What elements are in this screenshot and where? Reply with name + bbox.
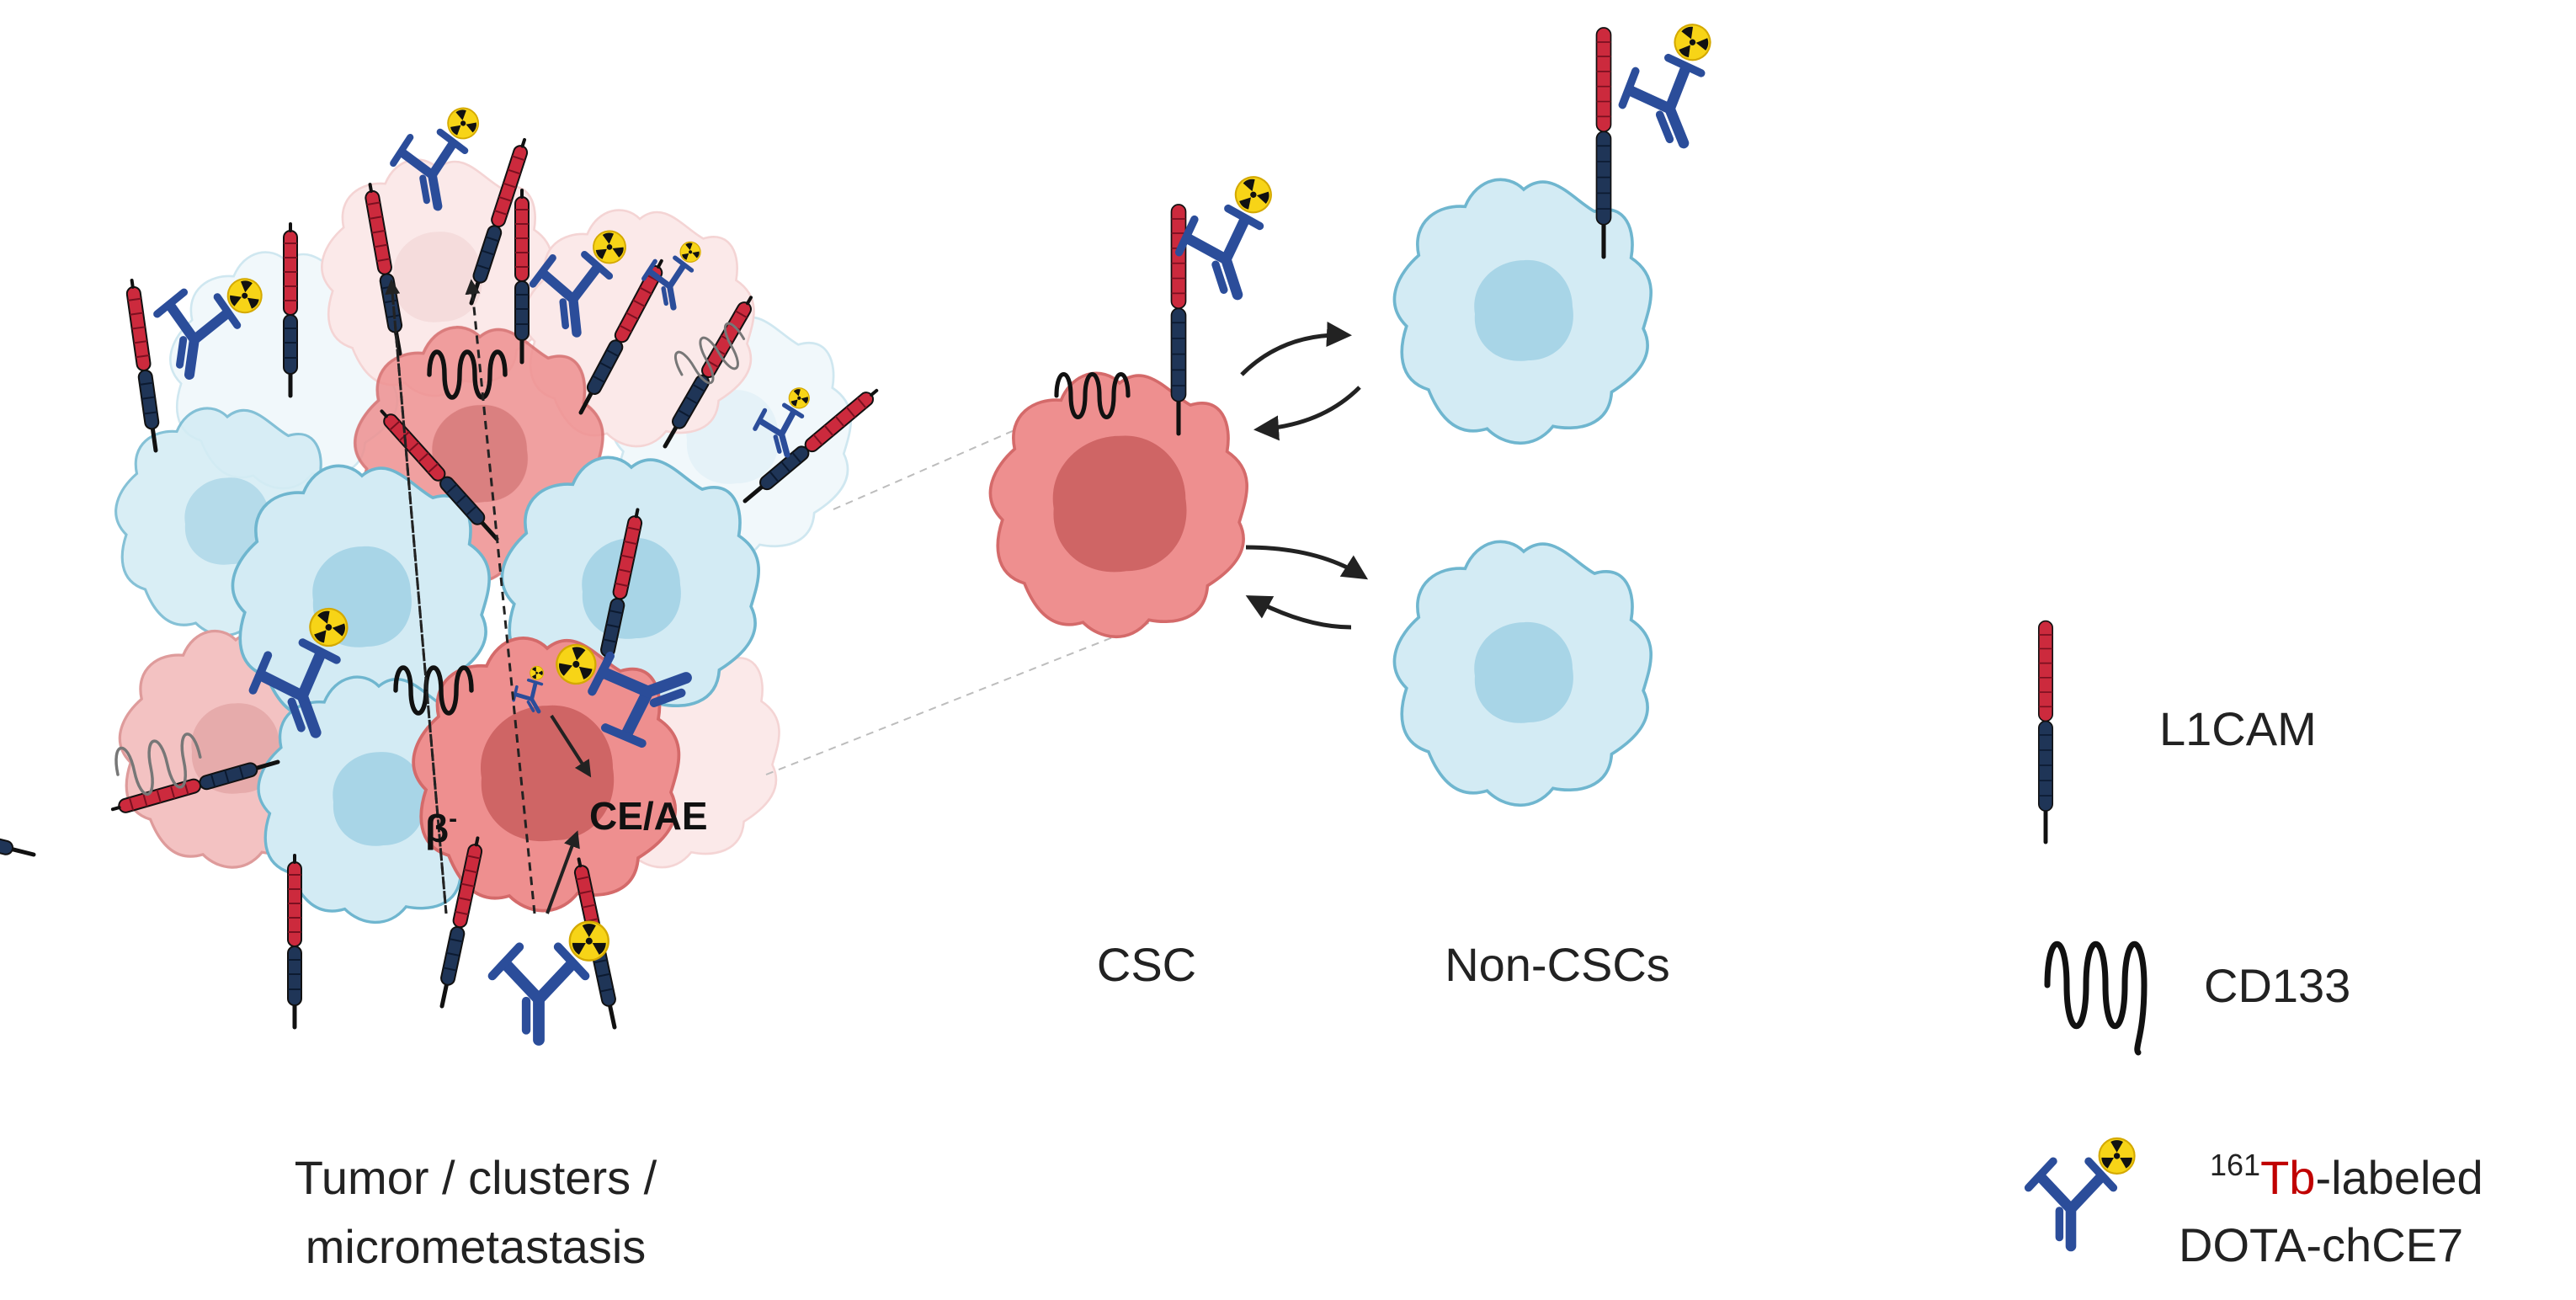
beta-label: β- bbox=[425, 805, 457, 850]
non-cscs-label: Non-CSCs bbox=[1445, 938, 1670, 991]
beta-emission-paths bbox=[385, 279, 536, 914]
non-csc-cell-top bbox=[1392, 19, 1743, 445]
ce-ae-label: CE/AE bbox=[589, 794, 708, 838]
legend-antibody-label-line1: 161Tb-labeled bbox=[2210, 1148, 2483, 1204]
legend-antibody-label-line2: DOTA-chCE7 bbox=[2179, 1218, 2463, 1271]
legend-l1cam-label: L1CAM bbox=[2159, 702, 2317, 755]
radiolabeled-antibody-icon bbox=[2029, 1138, 2135, 1246]
csc-cell bbox=[988, 173, 1297, 639]
interconversion-arrows bbox=[1240, 322, 1369, 630]
l1cam-receptor-icon bbox=[2039, 621, 2052, 842]
csc-label: CSC bbox=[1097, 938, 1196, 991]
tumor-label-line1: Tumor / clusters / bbox=[295, 1151, 657, 1204]
ce-ae-arrows bbox=[546, 714, 592, 914]
legend-cd133-label: CD133 bbox=[2204, 959, 2350, 1012]
tumor-label-line2: micrometastasis bbox=[306, 1220, 647, 1273]
non-csc-cell-bottom bbox=[1392, 540, 1653, 807]
cd133-coil-icon bbox=[2044, 941, 2148, 1056]
legend: L1CAM CD133 161Tb-labeled DOTA-chCE7 bbox=[2029, 621, 2483, 1271]
